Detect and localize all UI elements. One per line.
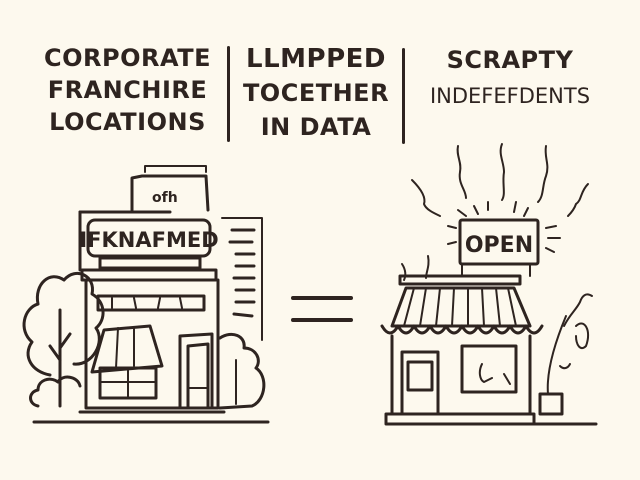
open-sign: OPEN	[458, 218, 540, 277]
corporate-store-illustration: ofh IFKNAFMED	[22, 165, 270, 424]
heading-line: SCRAPTY	[446, 46, 574, 74]
potted-plant-icon	[538, 293, 593, 416]
office-tower	[221, 217, 263, 341]
bush-icon	[29, 375, 82, 408]
heading-line: CORPORATE	[44, 44, 211, 72]
heading-line: TOCETHER	[242, 79, 390, 107]
heading-line: LLMPPED	[246, 44, 386, 74]
lumped-together-heading: LLMPPED TOCETHER IN DATA	[236, 42, 396, 144]
rooftop-sign-text: ofh	[152, 190, 178, 206]
store-sign-text: IFKNAFMED	[79, 228, 218, 252]
column-divider	[227, 46, 230, 142]
franchise-storefront	[80, 268, 220, 410]
bush-icon	[218, 332, 266, 410]
store-sign: IFKNAFMED	[79, 218, 219, 270]
independent-storefront	[384, 334, 536, 426]
column-divider	[402, 48, 405, 144]
heading-line: LOCATIONS	[49, 108, 206, 136]
striped-awning	[380, 286, 544, 335]
corporate-franchise-heading: CORPORATE FRANCHIRE LOCATIONS	[30, 42, 225, 138]
scrappy-independents-heading: SCRAPTY INDEFEFDENTS	[420, 42, 600, 114]
glow-rays	[411, 143, 589, 253]
heading-line: IN DATA	[260, 113, 372, 141]
equals-icon	[291, 296, 353, 322]
tree-icon	[22, 272, 105, 408]
rooftop-sign: ofh	[130, 165, 210, 212]
open-sign-text: OPEN	[465, 233, 533, 258]
independent-store-illustration: OPEN	[380, 143, 598, 426]
heading-line: FRANCHIRE	[47, 76, 208, 104]
heading-line: INDEFEFDENTS	[429, 84, 591, 108]
